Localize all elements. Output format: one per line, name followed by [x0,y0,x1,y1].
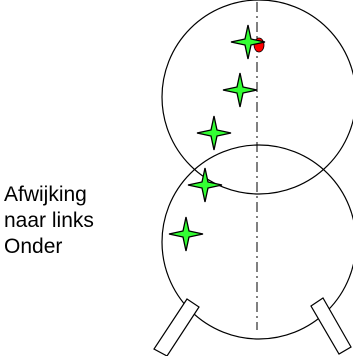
caption-line-1: Afwijking [4,183,87,206]
star-marker-5 [168,216,204,252]
star-marker-1 [230,24,266,60]
upper-circle [161,0,353,195]
stars-group [168,24,266,252]
star-marker-4 [187,167,223,203]
right-leg [310,297,352,355]
star-marker-2 [222,72,258,108]
left-leg [153,298,200,356]
star-marker-3 [196,115,232,151]
caption-line-2: naar links [4,209,94,232]
caption-text: Afwijking naar links Onder [4,182,154,260]
lower-circle [161,144,353,340]
caption-line-3: Onder [4,235,63,258]
